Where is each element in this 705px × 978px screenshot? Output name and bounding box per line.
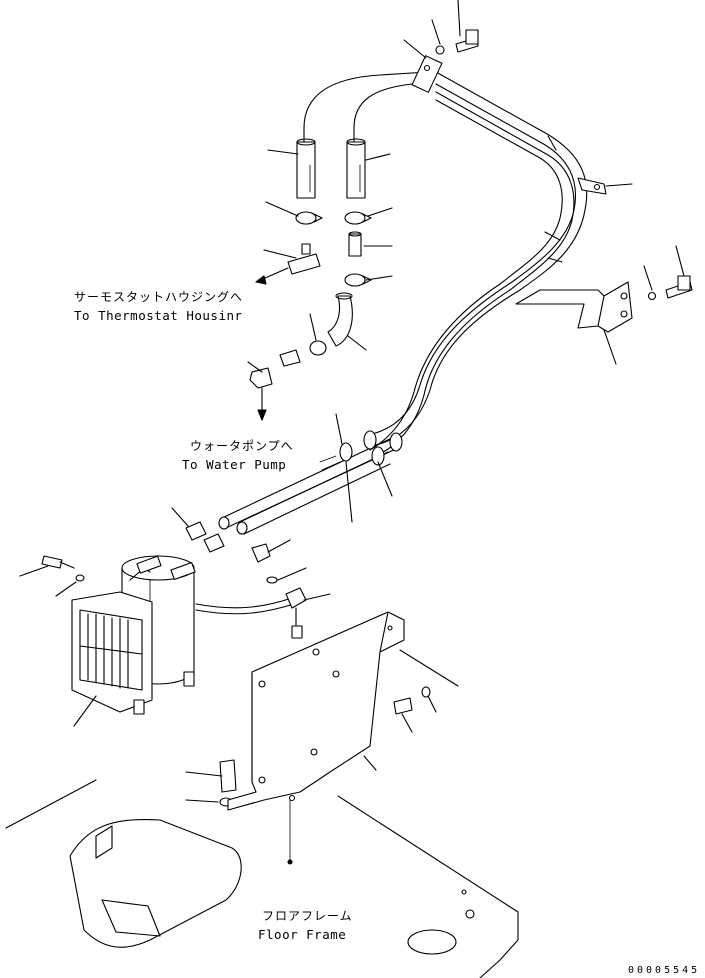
- floor-frame-label-jp: フロアフレーム: [262, 909, 353, 923]
- lower-pipe-assembly: [218, 430, 403, 535]
- water-pump-label-en: To Water Pump: [182, 457, 287, 472]
- heater-unit: [71, 521, 225, 715]
- thermostat-label-en: To Thermostat Housinr: [74, 308, 243, 323]
- floor-frame: [5, 779, 519, 978]
- drawing-code: 00005545: [628, 965, 701, 976]
- plate-bolts: [219, 543, 431, 807]
- water-pump-fittings: [249, 340, 327, 421]
- upper-pipe-assembly: [303, 55, 607, 456]
- elbow-hose: [327, 292, 353, 347]
- short-hoses: [296, 127, 366, 199]
- heater-bolt: [41, 555, 85, 582]
- thermostat-nipple: [255, 243, 321, 285]
- water-pump-label-jp: ウォータポンプへ: [190, 439, 294, 453]
- floor-frame-label-en: Floor Frame: [258, 927, 347, 942]
- mounting-plate: [227, 611, 405, 865]
- clamp-bolt: [435, 29, 479, 55]
- hose-clamps: [295, 211, 372, 287]
- thermostat-label-jp: サーモスタットハウジングへ: [74, 290, 244, 304]
- mounting-bracket-right: [515, 275, 693, 333]
- small-hose: [195, 587, 307, 639]
- leader-lines: [19, 0, 685, 803]
